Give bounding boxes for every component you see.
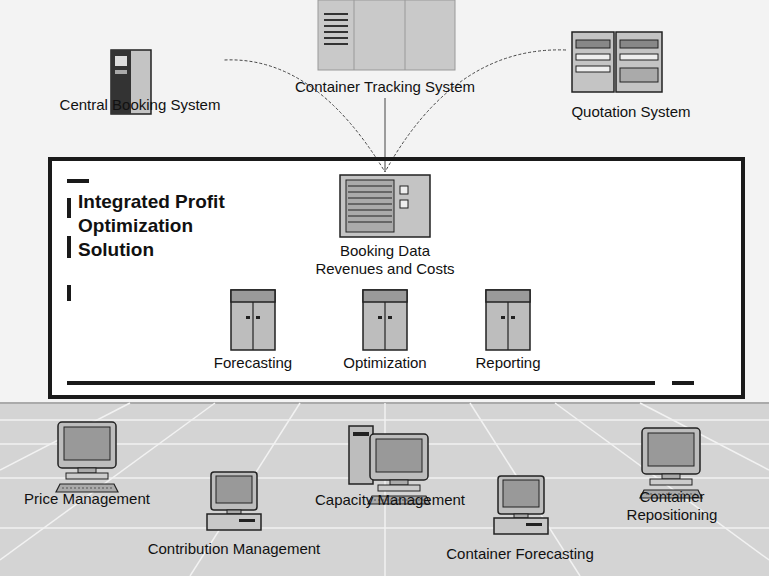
workstation-label: Price Management (20, 424, 154, 510)
node-label: Optimization (343, 354, 426, 372)
workstation-label: Contribution Management (144, 470, 325, 560)
node-label: Price Management (24, 490, 150, 508)
workstation-label: Container Forecasting (440, 474, 600, 565)
module-label: Reporting (458, 290, 558, 374)
node-label: Capacity Management (315, 491, 465, 509)
module-label: Optimization (335, 290, 435, 374)
node-label: Container Tracking System (295, 78, 475, 96)
system-label: Container Tracking System (291, 4, 480, 98)
node-label: Central Booking System (60, 96, 221, 114)
workstation-label: Capacity Management (310, 423, 470, 511)
system-label: Central Booking System (56, 46, 225, 116)
node-label: Container Forecasting (446, 545, 594, 563)
workstation-label: Container Repositioning (613, 428, 731, 526)
server-label: Booking Data Revenues and Costs (306, 172, 464, 280)
solution-title: Integrated Profit Optimization Solution (78, 190, 256, 262)
node-label: Quotation System (571, 103, 690, 121)
solution-box: Integrated Profit Optimization SolutionB… (48, 157, 745, 399)
system-label: Quotation System (566, 30, 696, 123)
node-label: Forecasting (214, 354, 292, 372)
data-link (225, 60, 386, 172)
data-link (385, 50, 566, 172)
node-label: Booking Data Revenues and Costs (310, 242, 460, 278)
module-label: Forecasting (203, 290, 303, 374)
node-label: Reporting (475, 354, 540, 372)
node-label: Contribution Management (148, 540, 321, 558)
node-label: Container Repositioning (617, 488, 727, 524)
